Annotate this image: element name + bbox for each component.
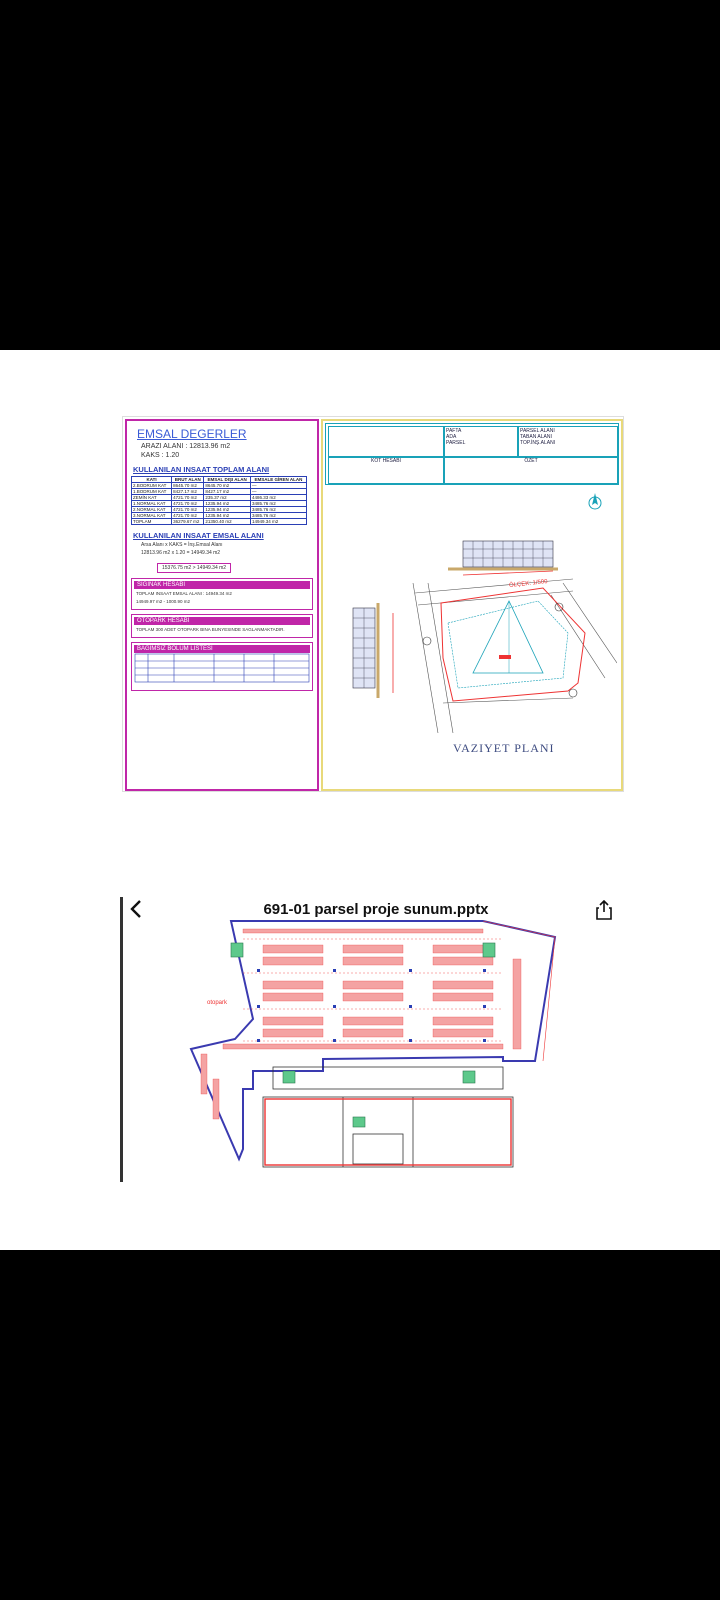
stair-cores [230,942,496,1128]
siginak-box: SIGINAK HESABI TOPLAM INSAAT EMSAL ALANI… [131,578,313,610]
table-cell: 14949.34 m2 [249,518,308,525]
document-title: 691-01 parsel proje sunum.pptx [263,901,489,918]
emsal-panel: EMSAL DEGERLER ARAZI ALANI : 12813.96 m2… [125,419,319,791]
chevron-left-icon [130,900,141,918]
otopark-heading: OTOPARK HESABI [134,617,310,625]
slide-emsal-vaziyet[interactable]: EMSAL DEGERLER ARAZI ALANI : 12813.96 m2… [122,416,624,792]
table-total-row: TOPLAM 36279.67 m2 21350.40 m2 14949.34 … [130,518,308,525]
lane-lines [243,938,503,1042]
courtyard-outline [472,600,544,674]
columns [257,969,486,1042]
arazi-alani: ARAZI ALANI : 12813.96 m2 [141,443,231,450]
table-head: EMSALE GİREN ALAN [249,476,308,483]
bagimsiz-heading: BAGIMSIZ BOLUM LISTESI [134,645,310,653]
kot-hesabi-label: KOT HESABI [371,458,401,464]
otopark-line: TOPLAM 300 ADET OTOPARK BINA BUNYESINDE … [136,627,285,632]
vaziyet-panel: PAFTA ADA PARSEL PARSEL ALANI TABAN ALAN… [321,419,623,791]
lower-block [262,1066,514,1168]
ozet-label: ÖZET [524,458,538,464]
parking-spaces [200,928,522,1120]
north-arrow-icon [588,493,602,510]
table-cell: 21350.40 m2 [203,518,251,525]
building-footprint [447,600,569,689]
title-block-cell [328,426,444,458]
area-table: KATI BRUT ALAN EMSAL DIŞI ALAN EMSALE Gİ… [130,476,308,525]
elevation-top [448,540,558,576]
emsal-formula: Arsa Alanı x KAKS = İnş.Emsal Alanı [141,542,223,548]
table-cell: 2.BODRUM KAT [130,482,173,489]
site-plan-drawing [352,493,617,733]
bagimsiz-box: BAGIMSIZ BOLUM LISTESI [131,642,313,691]
kullanilan-emsal-heading: KULLANILAN INSAAT EMSAL ALANI [133,531,264,540]
title-block-cell: PAFTA ADA PARSEL [444,426,518,458]
vaziyet-plani-label: VAZIYET PLANI [453,741,555,755]
floor-plan-drawing [189,920,557,1168]
parking-boundary [189,920,557,1162]
title-block: PAFTA ADA PARSEL PARSEL ALANI TABAN ALAN… [325,423,619,485]
slide-floor-plan[interactable]: 691-01 parsel proje sunum.pptx [120,897,629,1182]
parsel-alani-label: PARSEL ALANI [520,428,555,434]
roads [412,578,617,733]
toplam-insaat-label: TOP.İNŞ.ALANI [520,440,556,446]
taban-alani-label: TABAN ALANI [520,434,552,440]
bottom-black-area [0,1250,720,1600]
viewer-header: 691-01 parsel proje sunum.pptx [123,897,629,923]
siginak-line2: 14949.97 m2 - 1000.90 m2 [136,599,191,604]
ozet-cell: ÖZET [444,456,618,484]
parcel-boundary [440,587,586,702]
siginak-heading: SIGINAK HESABI [134,581,310,589]
pafta-label: PAFTA [446,428,462,434]
kullanilan-toplam-heading: KULLANILAN INSAAT TOPLAM ALANI [133,465,270,474]
table-cell: 3.NORMAL KAT [130,512,173,519]
kot-hesabi-cell: KOT HESABI [328,456,444,484]
share-icon [596,899,612,920]
emsal-title: EMSAL DEGERLER [137,427,247,441]
table-head: EMSAL DIŞI ALAN [203,476,251,483]
back-button[interactable] [129,899,149,921]
table-cell: 36279.67 m2 [171,518,205,525]
kaks: KAKS : 1.20 [141,452,180,459]
otopark-label: otopark [207,1000,228,1006]
table-head: BRUT ALAN [171,476,205,483]
table-cell: 1.NORMAL KAT [130,500,173,507]
elevation-left [352,603,394,698]
parsel-label: PARSEL [446,440,466,446]
table-cell: 2.NORMAL KAT [130,506,173,513]
share-button[interactable] [595,899,615,920]
emsal-calc: 12813.96 m2 x 1.20 = 14949.34 m2 [141,550,221,556]
table-row: 1.NORMAL KAT 4721.70 m2 1235.94 m2 3485.… [130,500,308,507]
bagimsiz-table-graphic [134,653,310,683]
title-block-cell: PARSEL ALANI TABAN ALANI TOP.İNŞ.ALANI [518,426,618,458]
otopark-box: OTOPARK HESABI TOPLAM 300 ADET OTOPARK B… [131,614,313,638]
table-cell: 1.BODRUM KAT [130,488,173,495]
top-black-area [0,0,720,350]
table-cell: TOPLAM [130,518,173,525]
siginak-line1: TOPLAM INSAAT EMSAL ALANI : 14949.34 m2 [136,591,232,596]
emsal-result: 15376.75 m2 > 14949.34 m2 [157,563,232,573]
ada-label: ADA [446,434,457,440]
